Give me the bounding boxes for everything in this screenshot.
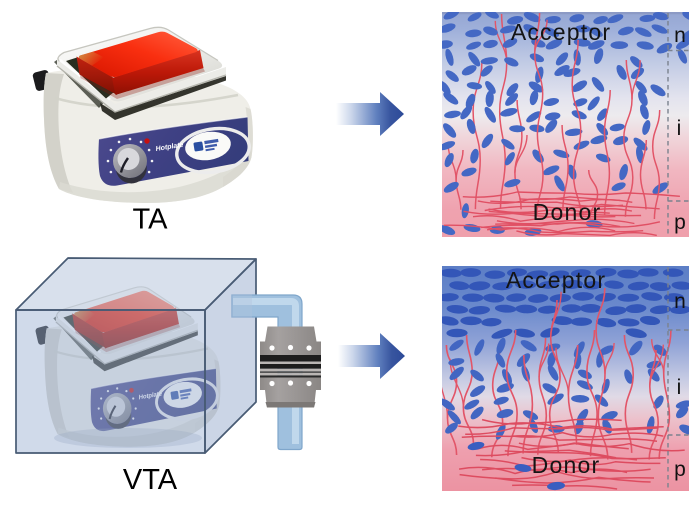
svg-text:Donor: Donor [532, 452, 601, 478]
svg-text:n: n [674, 24, 686, 47]
svg-text:i: i [677, 117, 682, 140]
svg-text:p: p [674, 211, 686, 234]
svg-text:VTA: VTA [123, 464, 178, 496]
svg-text:Hotplate: Hotplate [155, 142, 184, 153]
svg-text:n: n [674, 290, 686, 313]
svg-text:Donor: Donor [533, 199, 602, 225]
svg-text:p: p [674, 458, 686, 481]
svg-text:i: i [677, 376, 682, 399]
svg-text:Acceptor: Acceptor [506, 267, 606, 293]
svg-text:TA: TA [133, 204, 169, 236]
svg-text:Acceptor: Acceptor [511, 19, 611, 45]
